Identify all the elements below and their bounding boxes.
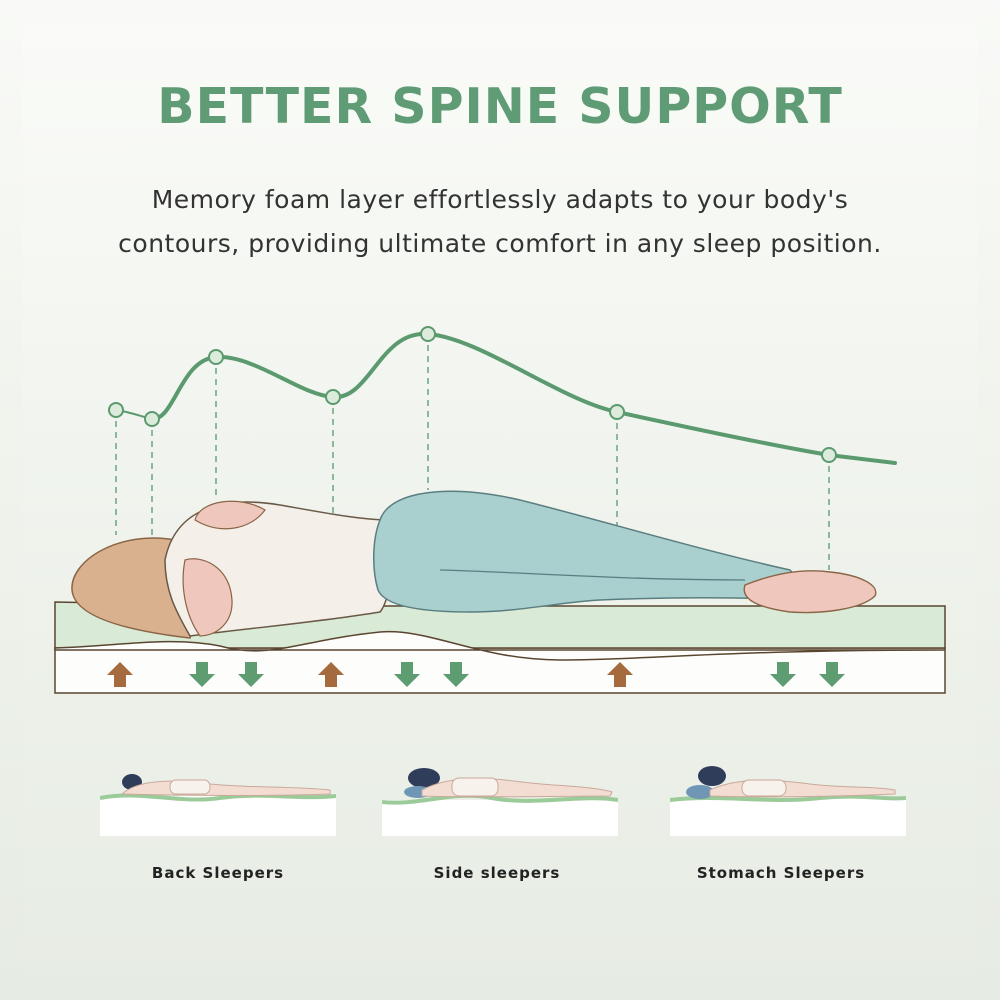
curve-node-icon: [325, 389, 341, 405]
back-sleeper-thumbnail: [100, 774, 336, 836]
arm: [182, 558, 233, 637]
curve-node-icon: [609, 404, 625, 420]
pants: [372, 490, 799, 613]
arrow-down-icon: [189, 662, 215, 687]
curve-node-icon: [144, 411, 160, 427]
curve-node-icon: [208, 349, 224, 365]
side-sleeper-figure: [71, 490, 877, 639]
page-subtitle: Memory foam layer effortlessly adapts to…: [0, 178, 1000, 266]
arrow-down-icon: [394, 662, 420, 687]
arrow-down-icon: [819, 662, 845, 687]
arrow-up-icon: [107, 662, 133, 687]
pressure-arrows: [107, 662, 845, 687]
caption-side-sleepers: Side sleepers: [433, 864, 561, 882]
stomach-sleeper-thumbnail: [670, 766, 906, 836]
arrow-down-icon: [238, 662, 264, 687]
arrow-up-icon: [607, 662, 633, 687]
curve-nodes: [108, 326, 837, 463]
caption-stomach-sleepers: Stomach Sleepers: [696, 864, 866, 882]
arrow-up-icon: [318, 662, 344, 687]
guide-lines: [115, 334, 830, 570]
arrow-down-icon: [770, 662, 796, 687]
feet: [743, 570, 877, 614]
side-sleeper-thumbnail: [382, 768, 618, 836]
page-title: BETTER SPINE SUPPORT: [157, 78, 843, 135]
arrow-down-icon: [443, 662, 469, 687]
spine-curve: [150, 331, 897, 465]
subtitle-line-1: Memory foam layer effortlessly adapts to…: [151, 185, 849, 214]
curve-node-icon: [108, 402, 124, 418]
curve-node-icon: [821, 447, 837, 463]
caption-back-sleepers: Back Sleepers: [151, 864, 285, 882]
subtitle-line-2: contours, providing ultimate comfort in …: [118, 229, 882, 258]
curve-node-icon: [420, 326, 436, 342]
